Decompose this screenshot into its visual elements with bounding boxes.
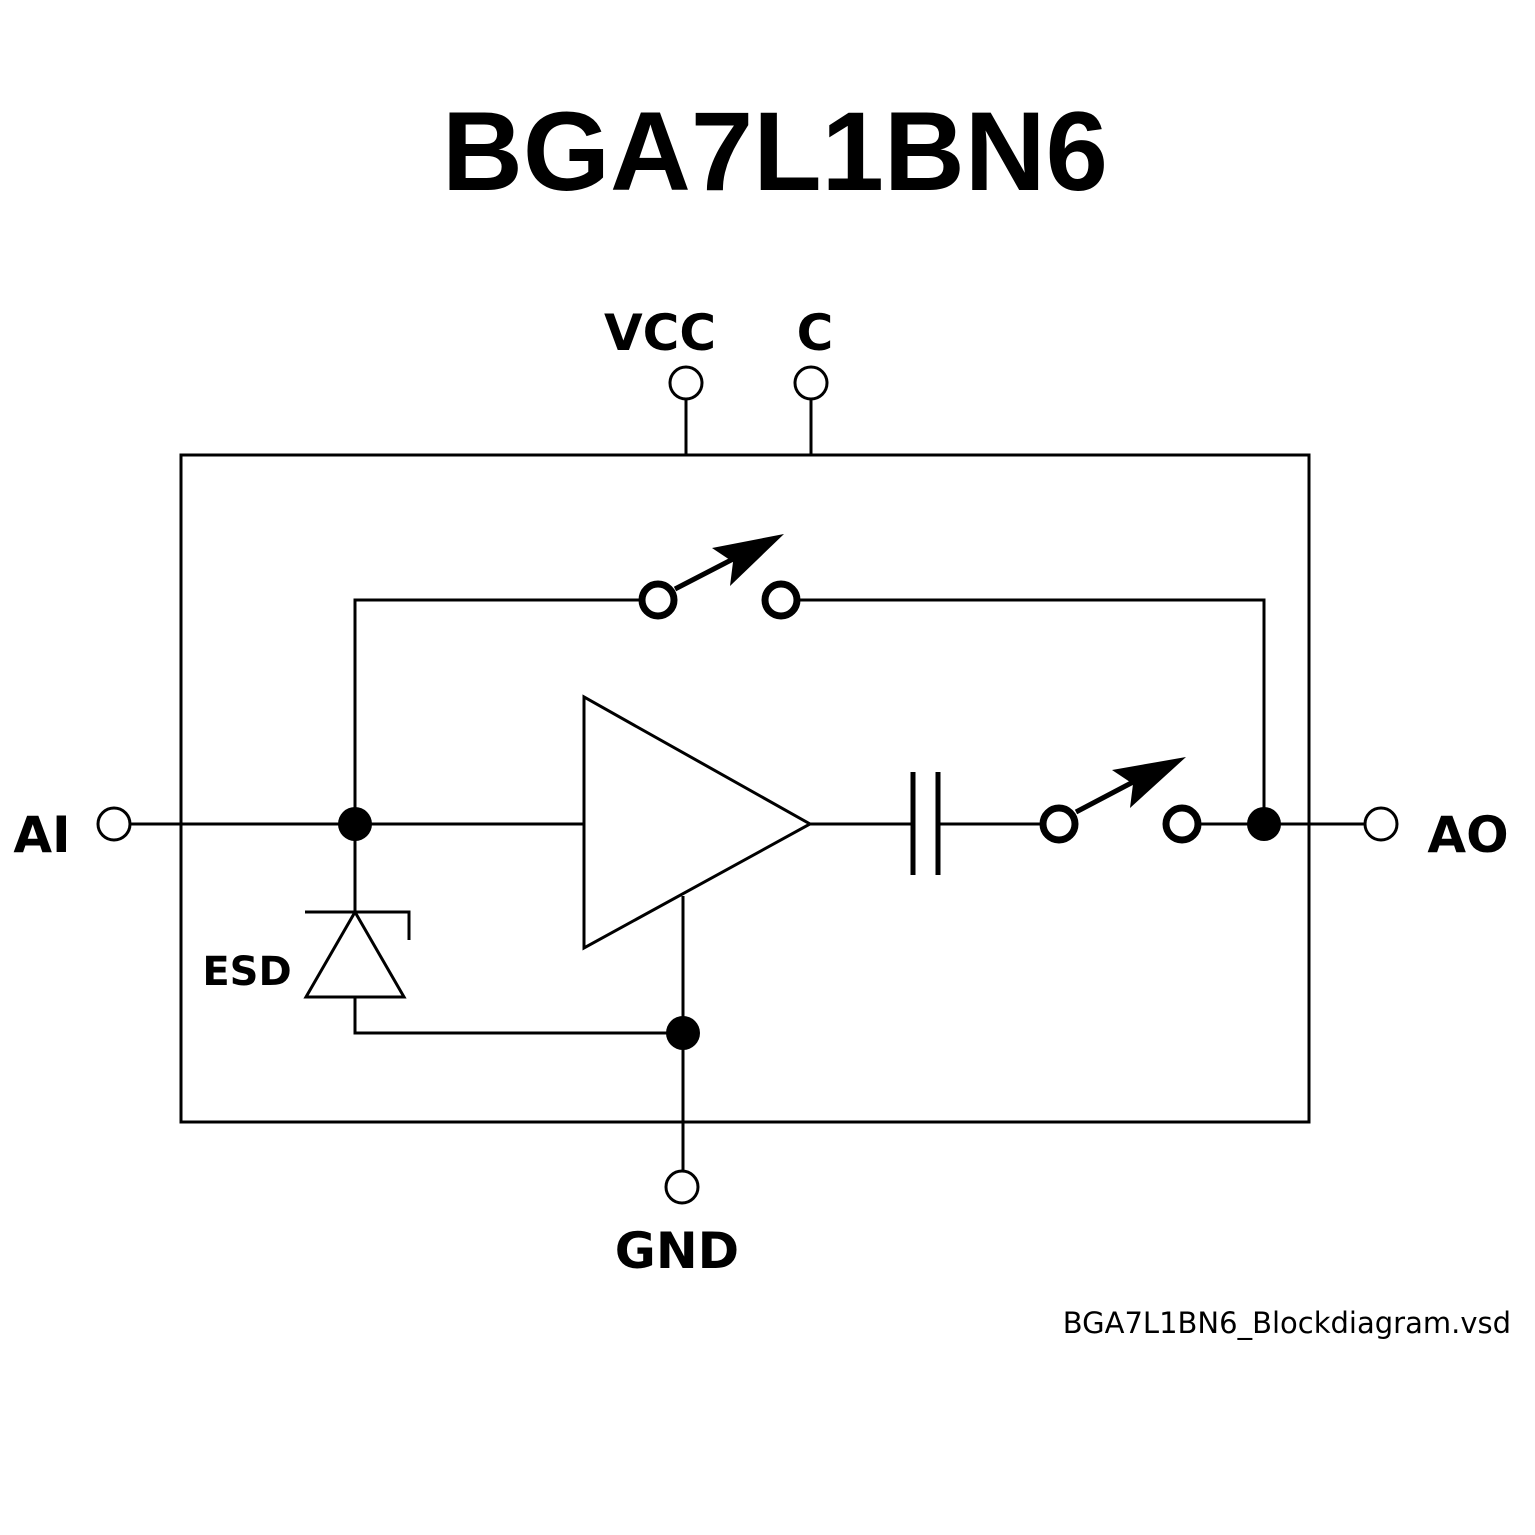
switch-arrow-icon: [1112, 757, 1186, 808]
switch-arrow-icon: [712, 534, 784, 586]
pin-label-c: C: [797, 304, 834, 362]
pin-c: [793, 365, 829, 401]
pin-gnd: [664, 1169, 700, 1205]
pin-label-gnd: GND: [615, 1222, 739, 1280]
bypass-wire-left: [353, 598, 640, 824]
pin-label-ao: AO: [1427, 806, 1508, 864]
bypass-wire-right: [800, 598, 1266, 824]
pin-label-ai: AI: [13, 806, 70, 864]
pin-label-vcc: VCC: [604, 304, 716, 362]
diagram-title: BGA7L1BN6: [442, 89, 1108, 214]
bypass-switch: [638, 534, 801, 620]
pin-ao: [1363, 806, 1399, 842]
esd-diode: [303, 908, 411, 999]
pin-ai: [96, 806, 132, 842]
chip-outline: [179, 453, 1311, 1124]
junction-output: [1247, 807, 1281, 841]
esd-wire-bottom: [353, 997, 683, 1035]
pin-vcc: [668, 365, 704, 401]
capacitor: [910, 772, 941, 875]
esd-label: ESD: [202, 949, 291, 995]
output-switch: [1039, 757, 1202, 844]
footer-filename: BGA7L1BN6_Blockdiagram.vsd: [1063, 1306, 1511, 1340]
amplifier-triangle: [582, 694, 814, 951]
